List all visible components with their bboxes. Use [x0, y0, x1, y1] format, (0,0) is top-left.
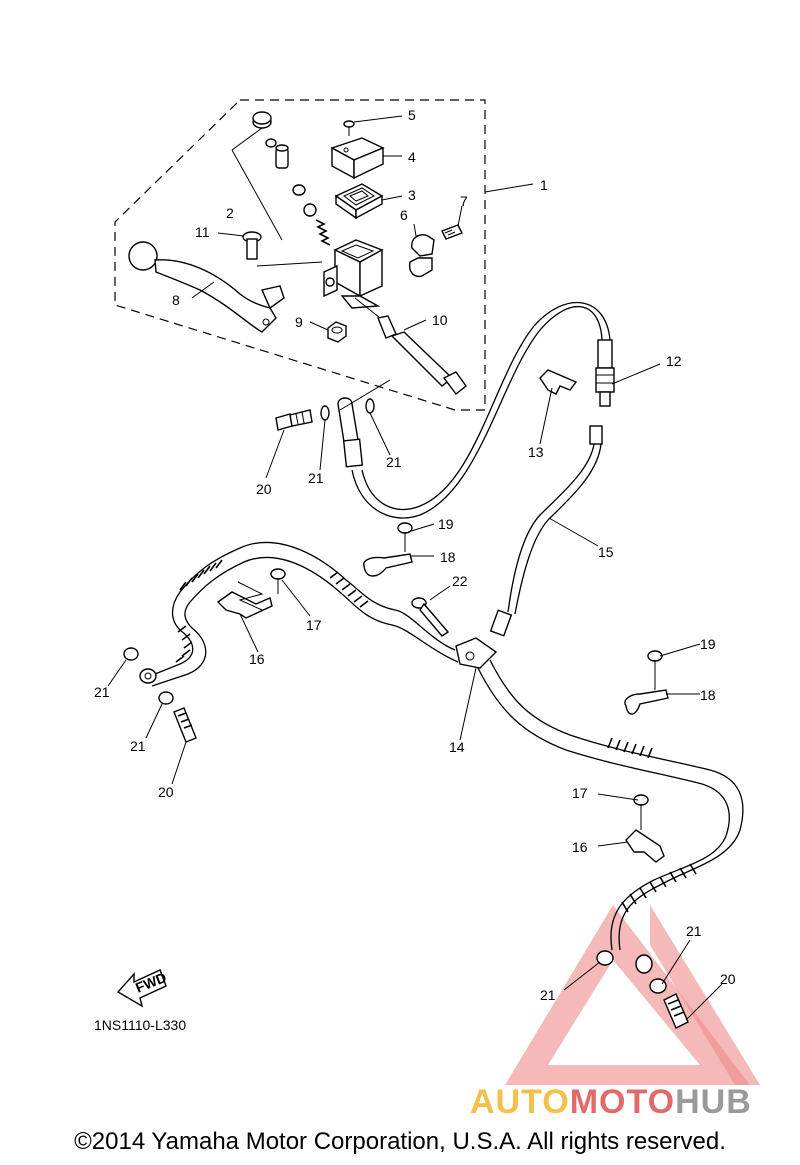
callout-21-lower-left: 21	[540, 987, 556, 1003]
callout-16-left: 16	[249, 651, 265, 667]
callout-21-left-upper: 21	[94, 684, 110, 700]
right-hose-protector	[607, 737, 697, 913]
callout-7: 7	[460, 193, 468, 209]
callout-2: 2	[226, 205, 234, 221]
callout-21-upper-left: 21	[308, 470, 324, 486]
callout-12: 12	[666, 353, 682, 369]
master-cylinder-body	[323, 239, 384, 309]
bolt-part-7	[441, 224, 463, 240]
lower-banjo-fitting	[635, 954, 653, 974]
callout-6: 6	[400, 207, 408, 223]
callout-20-upper: 20	[256, 481, 272, 497]
callout-10: 10	[432, 312, 448, 328]
callout-16-right: 16	[572, 839, 588, 855]
callout-11: 11	[195, 224, 210, 240]
hose-joint-part-12	[595, 339, 615, 407]
callout-5: 5	[408, 107, 416, 123]
left-hose-protector	[175, 559, 369, 663]
bolt-right-part-19	[647, 650, 663, 690]
callout-19-right: 19	[700, 636, 716, 652]
callout-13: 13	[528, 444, 544, 460]
left-brake-hose-inner	[151, 556, 459, 687]
callout-17-left: 17	[306, 617, 322, 633]
right-brake-hose-inner	[477, 667, 730, 951]
lower-banjo-bolt-part-20	[663, 993, 689, 1029]
callout-15: 15	[598, 544, 614, 560]
bolt-upper-part-19	[397, 522, 413, 552]
watermark-moto: MOTO	[569, 1083, 676, 1121]
assembly-outline	[114, 99, 486, 411]
watermark-triangle	[505, 905, 760, 1085]
brake-lever-part-8	[128, 241, 285, 333]
reservoir-cap-part-4	[330, 137, 385, 180]
watermark-auto: AUTO	[470, 1083, 570, 1121]
callout-20-left: 20	[158, 784, 174, 800]
hose-guide-upper-part-18	[363, 553, 413, 577]
bolt-left-part-17	[270, 568, 286, 594]
leader-lines	[107, 115, 723, 1021]
callout-8: 8	[172, 292, 180, 308]
screw-part-5	[343, 120, 355, 136]
left-washer-lower-part-21	[158, 691, 174, 705]
callout-21-upper-right: 21	[386, 454, 402, 470]
callout-19-upper: 19	[438, 516, 454, 532]
callout-labels: 1 2 3 4 5 6 7 8 9 10 11 12 13 14 15 16 1…	[94, 107, 736, 1003]
callout-22: 22	[452, 573, 468, 589]
diagram-code: 1NS1110-L330	[94, 1017, 186, 1033]
piston-kit-part-2	[231, 111, 331, 246]
upper-brake-hose	[351, 305, 603, 519]
bolt-part-22	[411, 597, 450, 637]
upper-banjo-bolt-part-20	[275, 409, 313, 431]
brake-pipe-part-15	[489, 425, 603, 637]
left-brake-hose	[149, 541, 456, 677]
upper-hose-fitting	[337, 379, 391, 468]
lower-washer-right-part-21	[649, 978, 667, 994]
hose-clamp-right-part-16	[625, 829, 665, 863]
callout-18-upper: 18	[440, 549, 456, 565]
copyright-notice: ©2014 Yamaha Motor Corporation, U.S.A. A…	[74, 1128, 726, 1155]
brake-switch-part-10	[354, 297, 467, 395]
callout-21-left-lower: 21	[130, 738, 146, 754]
left-banjo-fitting	[139, 668, 157, 684]
pivot-bolt-part-11	[242, 231, 323, 267]
upper-washer-right-part-21	[365, 398, 375, 414]
left-washer-upper-part-21	[123, 647, 139, 661]
callout-14: 14	[449, 739, 465, 755]
fwd-arrow-icon: FWD	[116, 969, 169, 1008]
callout-18-right: 18	[700, 687, 716, 703]
hose-clamp-left-part-16	[216, 581, 273, 619]
clip-part-13	[539, 369, 578, 395]
left-banjo-bolt-part-20	[173, 707, 197, 743]
three-way-joint-part-14	[455, 637, 498, 669]
callout-3: 3	[408, 187, 416, 203]
callout-4: 4	[408, 149, 416, 165]
hose-guide-right-part-18	[624, 689, 669, 715]
bolt-right-part-17	[633, 794, 649, 830]
watermark-hub: HUB	[675, 1083, 752, 1121]
watermark-logo: AUTOMOTOHUB	[470, 1083, 752, 1122]
callout-21-lower-right: 21	[686, 923, 702, 939]
nut-part-9	[327, 321, 347, 343]
holder-part-6	[408, 234, 435, 278]
diaphragm-part-3	[334, 183, 384, 220]
upper-brake-hose-inner	[361, 301, 611, 511]
right-brake-hose	[489, 659, 744, 951]
callout-17-right: 17	[572, 785, 588, 801]
lower-washer-left-part-21	[596, 950, 614, 966]
callout-9: 9	[295, 314, 303, 330]
callout-1: 1	[540, 177, 548, 193]
upper-washer-left-part-21	[320, 405, 330, 421]
callout-20-lower: 20	[720, 971, 736, 987]
